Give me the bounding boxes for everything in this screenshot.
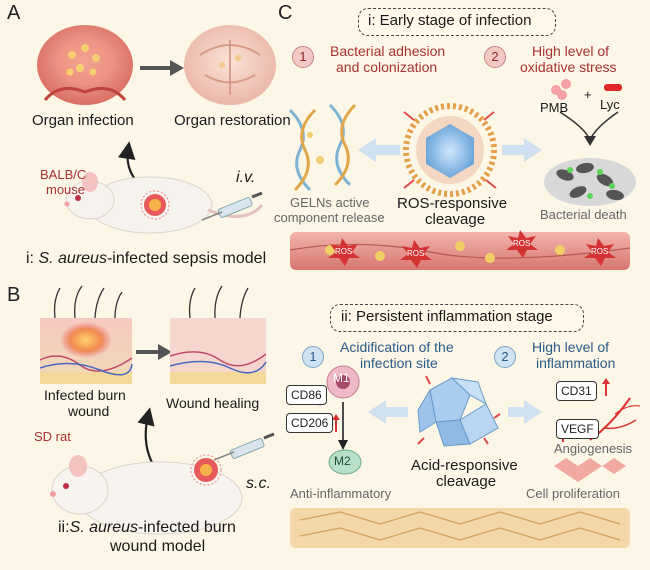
pmb-label: PMB (540, 100, 569, 115)
caption-a-suffix: -infected sepsis model (106, 250, 267, 267)
stage2-item2-num: 2 (494, 346, 516, 368)
rat-strain-label: SD rat (34, 429, 71, 444)
caption-a-prefix: i: (26, 250, 39, 267)
proliferation-cells (554, 458, 626, 482)
merge-arrow (559, 111, 619, 146)
infected-burn-line1: Infected burn (44, 387, 126, 403)
rat-illustration (50, 454, 243, 535)
ros-label-2: ROS (407, 249, 425, 258)
skin-arrow (136, 344, 172, 360)
organ-restoration-label: Organ restoration (174, 112, 291, 129)
right-arrow-stage1 (502, 138, 542, 162)
stage1-item1-line1: Bacterial adhesion (330, 43, 446, 59)
left-arrow-stage1 (358, 138, 400, 162)
acid-nanocrystal (417, 375, 501, 447)
stage1-item2-line2: oxidative stress (520, 59, 617, 75)
stage2-title: ii: Persistent inflammation stage (341, 308, 553, 325)
cd206-up-arrow (332, 414, 340, 432)
stage1-title-box (358, 8, 556, 36)
acid-cleavage-line2: cleavage (436, 473, 497, 490)
acid-cleavage-line1: Acid-responsive (411, 457, 518, 474)
stage1-item2-line1: High level of (532, 43, 610, 59)
ros-cleavage-line1: ROS-responsive (397, 195, 508, 212)
panel-a-caption: i: S. aureus-infected sepsis model (26, 250, 266, 268)
wound-healing-label: Wound healing (166, 395, 260, 411)
m1-label: M1 (333, 371, 350, 385)
syringe-iv (201, 191, 263, 221)
organ-infection-label: Organ infection (32, 112, 134, 129)
pmb-molecule (551, 79, 571, 100)
dna-illustration (288, 103, 357, 192)
stage2-item1-line2: infection site (360, 355, 438, 371)
right-arrow-stage2 (508, 400, 542, 424)
stage2-item1-line1: Acidification of the (340, 339, 454, 355)
left-arrow-stage2 (368, 400, 408, 424)
stage1-item1-line2: and colonization (336, 59, 438, 75)
stage1-title: i: Early stage of infection (368, 12, 532, 29)
bacterial-death-label: Bacterial death (540, 207, 627, 222)
ros-label-3: ROS (513, 239, 531, 248)
ros-label-4: ROS (591, 247, 609, 256)
panel-b-caption-line1: ii:S. aureus-infected burn (58, 519, 236, 537)
lyc-label: Lyc (600, 97, 620, 112)
panel-letter-b: B (7, 284, 21, 306)
caption-b-suffix: -infected burn (138, 519, 236, 536)
burn-skin-illustration (39, 285, 133, 384)
tissue-band-bottom (290, 508, 630, 548)
angiogenesis-label: Angiogenesis (554, 441, 633, 456)
m1-to-m2-arrow (338, 402, 348, 450)
route-iv-label: i.v. (236, 169, 256, 186)
bacteria-cluster (544, 158, 636, 206)
mouse-strain-line1: BALB/C (40, 167, 87, 182)
panel-letter-a: A (7, 2, 21, 24)
organ-infected-illustration (37, 25, 133, 105)
mouse-strain-line2: mouse (46, 182, 86, 197)
mouse-illustration (64, 172, 264, 234)
stage2-item2-line1: High level of (532, 339, 610, 355)
cd206-box: CD206 (286, 413, 334, 433)
plus-sign: + (584, 87, 592, 102)
organ-restored-illustration (184, 25, 276, 105)
infected-burn-line2: wound (68, 403, 110, 419)
m2-macrophage (328, 449, 362, 475)
lyc-molecule (604, 84, 622, 91)
caption-b-prefix: ii: (58, 519, 70, 536)
release-line2: component release (274, 210, 385, 225)
caption-a-species: S. aureus (38, 250, 107, 267)
stage2-item1-num: 1 (302, 346, 324, 368)
ros-tissue-band (289, 230, 631, 270)
stage1-item2-num: 2 (484, 46, 506, 68)
organ-arrow (140, 60, 184, 76)
ros-cleavage-line2: cleavage (425, 211, 486, 228)
anti-inflammatory-label: Anti-inflammatory (290, 486, 392, 501)
ros-nanoparticle (403, 103, 497, 197)
vegf-box: VEGF (556, 419, 599, 439)
cd86-box: CD86 (286, 385, 327, 405)
stage2-item2-line2: inflammation (536, 355, 616, 371)
m2-label: M2 (334, 454, 351, 468)
panel-b-caption-line2: wound model (110, 538, 206, 555)
cd31-up-arrow (602, 378, 610, 396)
stage2-title-box (330, 304, 584, 332)
cell-proliferation-label: Cell proliferation (526, 486, 620, 501)
m1-macrophage (326, 365, 360, 399)
caption-b-species: S. aureus (69, 519, 139, 536)
panel-letter-c: C (278, 2, 293, 24)
release-line1: GELNs active (290, 195, 370, 210)
healed-skin-illustration (169, 285, 267, 384)
cd31-box: CD31 (556, 381, 597, 401)
stage1-item1-num: 1 (292, 46, 314, 68)
ros-label-1: ROS (335, 247, 353, 256)
syringe-sc (213, 432, 275, 461)
route-sc-label: s.c. (246, 475, 271, 492)
